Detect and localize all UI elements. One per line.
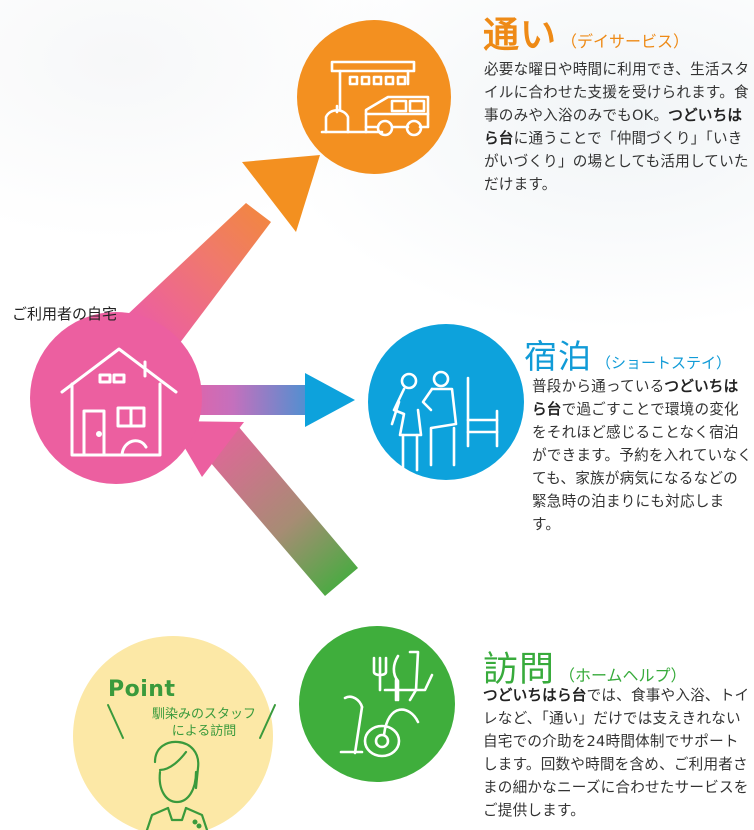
houmon-desc-1: では、食事や入浴、トイレなど、「通い」だけでは支えきれない自宅での介助を24時間… (483, 687, 750, 819)
staff-person-icon (145, 740, 209, 830)
kayoi-title-sub: （デイサービス） (561, 32, 690, 51)
point-line-1: 馴染みのスタッフ (151, 707, 256, 722)
shukuhaku-description: 普段から通っているつどいちはら台で過ごすことで環境の変化をそれほど感じることなく… (532, 375, 752, 536)
kayoi-desc-1: 必要な曜日や時間に利用でき、生活スタイルに合わせた支援を受けられます。食事のみや… (484, 61, 750, 124)
point-line-2: による訪問 (171, 724, 237, 739)
day-center-van-icon (320, 60, 430, 137)
cleaning-meal-icon (339, 650, 434, 758)
shukuhaku-title-sub: （ショートステイ） (596, 354, 732, 372)
shukuhaku-title: 宿泊 （ショートステイ） (524, 330, 731, 378)
kayoi-desc-2: に通うことで「仲間づくり」「いきがいづくり」の場としても活用していただけます。 (484, 130, 749, 193)
home-label: ご利用者の自宅 (12, 305, 118, 323)
house-icon (60, 347, 178, 457)
shukuhaku-title-main: 宿泊 (524, 337, 592, 376)
houmon-title: 訪問 （ホームヘルプ） (483, 641, 687, 692)
houmon-description: つどいちはら台では、食事や入浴、トイレなど、「通い」だけでは支えきれない自宅での… (483, 684, 753, 822)
point-circle (73, 636, 273, 830)
kayoi-title-main: 通い (483, 15, 558, 56)
shukuhaku-desc-2: で過ごすことで環境の変化をそれほど感じることなく宿泊ができます。予約を入れていな… (532, 401, 753, 533)
home-circle (30, 312, 202, 484)
caregiver-bed-icon (390, 370, 499, 472)
kayoi-description: 必要な曜日や時間に利用でき、生活スタイルに合わせた支援を受けられます。食事のみや… (484, 58, 754, 196)
kayoi-brand: つどいちはら台 (484, 107, 743, 147)
houmon-title-main: 訪問 (483, 650, 556, 690)
kayoi-title: 通い （デイサービス） (483, 6, 689, 58)
arrow-from-houmon (169, 421, 358, 596)
point-title: Point (108, 677, 176, 702)
shukuhaku-circle (368, 324, 524, 480)
houmon-brand: つどいちはら台 (483, 687, 587, 704)
point-brackets (107, 704, 276, 739)
shukuhaku-brand: つどいちはら台 (532, 378, 739, 418)
houmon-title-sub: （ホームヘルプ） (559, 666, 687, 685)
houmon-circle (299, 626, 455, 782)
shukuhaku-desc-1: 普段から通っている (532, 378, 665, 395)
point-subtitle: 馴染みのスタッフ による訪問 (124, 706, 284, 740)
